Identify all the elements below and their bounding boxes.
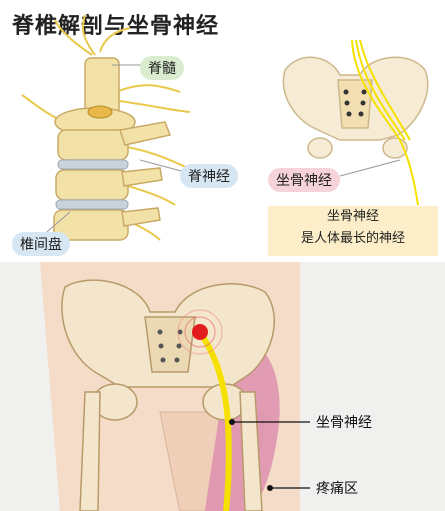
label-disc: 椎间盘 — [12, 232, 70, 256]
label-spinal-cord: 脊髓 — [140, 56, 184, 80]
pelvis-panel: 坐骨神经 疼痛区 — [0, 262, 445, 511]
spine-panel: 脊椎解剖与坐骨神经 — [12, 14, 438, 256]
caption-line-2: 是人体最长的神经 — [300, 231, 405, 246]
caption-line-1: 坐骨神经 — [326, 209, 379, 224]
label-sciatic-bottom: 坐骨神经 — [316, 415, 372, 431]
page-title: 脊椎解剖与坐骨神经 — [12, 14, 220, 39]
label-spinal-nerve: 脊神经 — [180, 164, 238, 188]
label-pain-area: 疼痛区 — [316, 481, 358, 497]
label-sciatic-top: 坐骨神经 — [268, 168, 340, 192]
spine-illustration — [21, 14, 429, 241]
sciatic-caption: 坐骨神经 是人体最长的神经 — [268, 206, 438, 256]
pelvis-illustration — [40, 262, 310, 511]
